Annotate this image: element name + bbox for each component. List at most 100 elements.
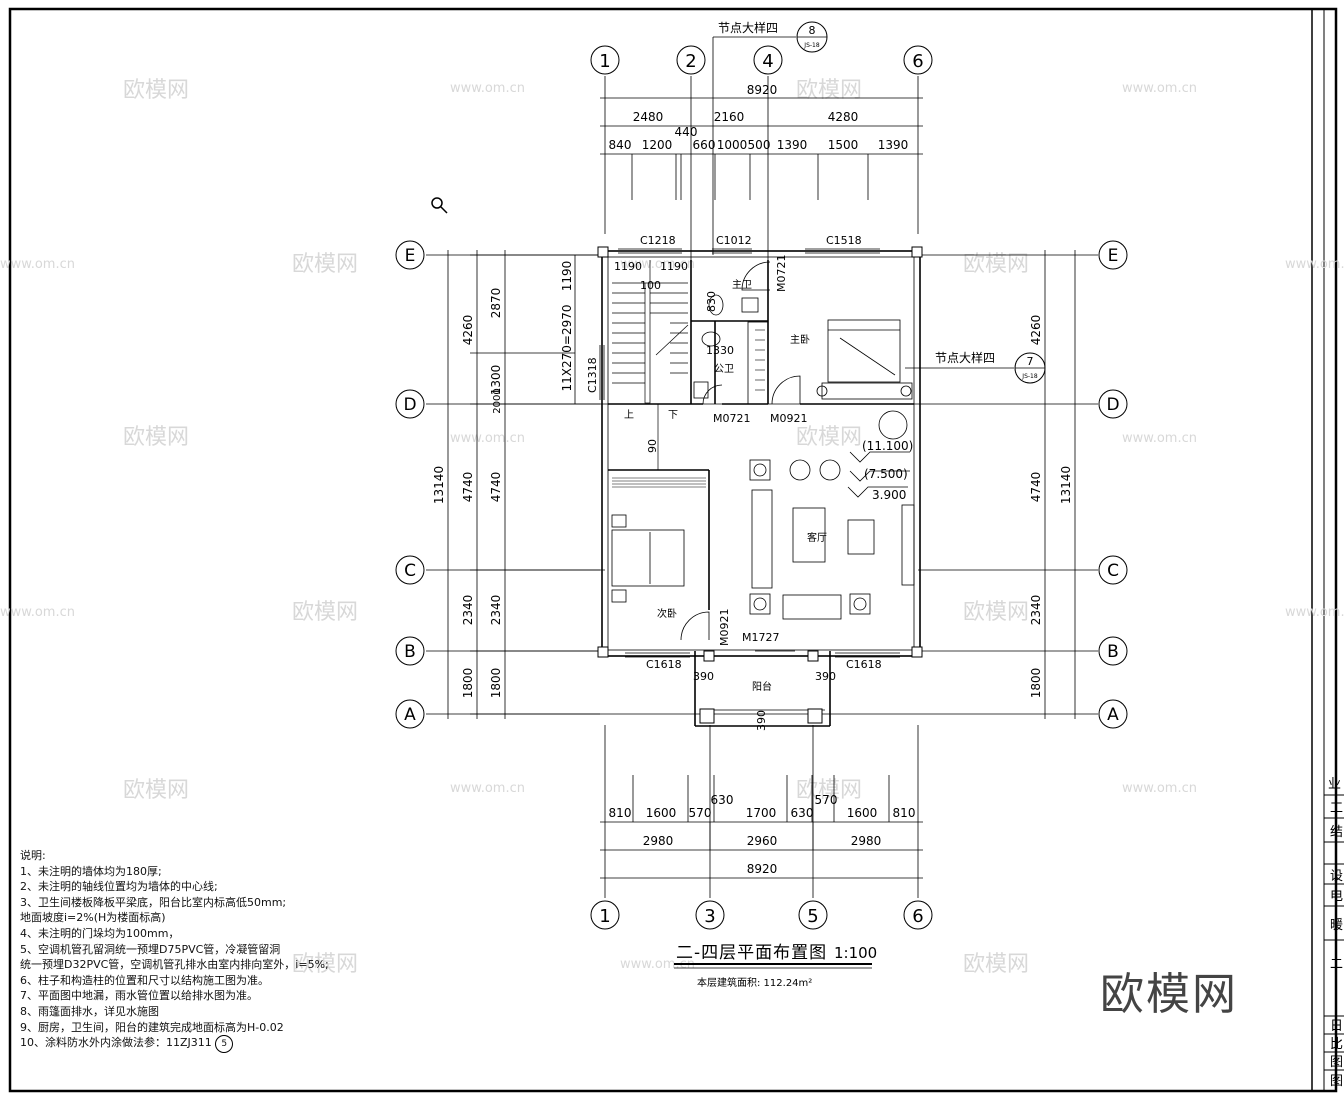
nightstand-icon (611, 514, 627, 528)
svg-text:欧模网: 欧模网 (963, 252, 1029, 277)
dim-text: 1190 (560, 261, 574, 292)
door-label: M0721 (713, 412, 751, 425)
titleblock-labels: 业 工 结 设 电 暖 二 日 比 图 图 (1328, 777, 1343, 1089)
dim-text: 2960 (747, 834, 778, 848)
detail-label: 节点大样四 (718, 20, 778, 35)
door-labels: M0721 M0721 M0921 M0921 M1727 (713, 255, 808, 647)
svg-text:1190: 1190 (614, 260, 642, 273)
axis-bubbles-right: E D C B A (1098, 240, 1128, 729)
svg-text:100: 100 (640, 279, 661, 292)
dim-text: 1200 (642, 138, 673, 152)
dim-text: 2340 (489, 595, 503, 626)
window-label: C1318 (586, 357, 599, 393)
dim-text: 4740 (461, 472, 475, 503)
dim-text: 4260 (1029, 315, 1043, 346)
dimension-lines-left (447, 250, 600, 719)
dim-text: 1500 (828, 138, 859, 152)
notes-block: 说明: 1、未注明的墙体均为180厚; 2、未注明的轴线位置均为墙体的中心线; … (20, 848, 329, 1054)
dim-text: 2160 (714, 110, 745, 124)
dim-text: 500 (748, 138, 771, 152)
svg-text:www.om.cn: www.om.cn (450, 431, 525, 446)
dim-text: 570 (689, 806, 712, 820)
svg-text:欧模网: 欧模网 (123, 78, 189, 103)
tb-label: 图 (1330, 1074, 1343, 1089)
dimension-text-bottom: 810 1600 570 630 1700 630 570 1600 810 2… (609, 793, 916, 876)
tb-label: 业 (1328, 777, 1341, 792)
dim-text: 570 (815, 793, 838, 807)
note-line: 2、未注明的轴线位置均为墙体的中心线; (20, 880, 218, 894)
dim-text: 1700 (746, 806, 777, 820)
svg-text:欧模网: 欧模网 (292, 952, 358, 977)
notes-title: 说明: (20, 849, 46, 862)
furniture (611, 294, 915, 620)
detail-ref: JS-18 (803, 42, 820, 49)
dimension-lines-bottom (600, 775, 923, 879)
title-scale: 1:100 (834, 944, 877, 962)
svg-text:欧模网: 欧模网 (123, 778, 189, 803)
tb-label: 结 (1330, 825, 1343, 840)
area-note: 本层建筑面积: 112.24m² (697, 976, 812, 989)
dimension-lines-top (600, 97, 923, 200)
svg-text:www.om.cn: www.om.cn (0, 605, 75, 620)
dim-text: 4260 (461, 315, 475, 346)
dim-text: 1000 (717, 138, 748, 152)
dim-text: 2480 (633, 110, 664, 124)
detail-label: 节点大样四 (935, 350, 995, 365)
room-labels: 主卫 主卧 公卫 客厅 次卧 阳台 上 下 (624, 279, 827, 693)
plant-icon (878, 410, 908, 440)
axis-label: B (1107, 642, 1119, 662)
brand-watermark: 欧模网 (1100, 969, 1238, 1020)
tb-label: 设 (1330, 869, 1343, 884)
window-label: C1218 (640, 234, 676, 247)
door-label: M0921 (718, 609, 731, 647)
tb-label: 工 (1330, 801, 1343, 816)
note-line: 统一预埋D32PVC管，空调机管孔排水由室内排向室外，i=5%; (20, 958, 329, 972)
axis-label: 1 (599, 906, 610, 927)
dim-text: 4740 (489, 472, 503, 503)
dim-text: 13140 (432, 466, 446, 504)
dim-text: 810 (609, 806, 632, 820)
dim-text: 660 (693, 138, 716, 152)
dim-text: 2980 (643, 834, 674, 848)
dim-text: 1390 (878, 138, 909, 152)
dim-text: 2340 (461, 595, 475, 626)
basin-icon (693, 381, 709, 399)
dim-text: 8920 (747, 83, 778, 97)
window-label: C1012 (716, 234, 752, 247)
elevation-labels: (11.100) (7.500) 3.900 (862, 439, 913, 502)
windows-drawn (599, 248, 900, 658)
door-label: M1727 (742, 631, 780, 644)
dim-text: 440 (675, 125, 698, 139)
dimension-text-right: 13140 4260 4740 2340 1800 (1029, 315, 1073, 699)
columns (597, 246, 923, 724)
room-label-living: 客厅 (807, 531, 827, 544)
axis-bubbles-top: 1 2 4 6 (590, 45, 933, 75)
note-line: 7、平面图中地漏，雨水管位置以给排水图为准。 (20, 989, 258, 1003)
dim-text: 1390 (777, 138, 808, 152)
elevation-label: (11.100) (862, 439, 913, 453)
master-bed-icon (827, 319, 901, 383)
svg-text:390: 390 (815, 670, 836, 683)
svg-text:欧模网: 欧模网 (123, 425, 189, 450)
dim-text: 13140 (1059, 466, 1073, 504)
nightstand-icon (611, 589, 627, 603)
svg-text:www.om.cn: www.om.cn (1122, 431, 1197, 446)
room-label-second-bed: 次卧 (657, 607, 677, 620)
dim-text: 1800 (461, 668, 475, 699)
note-line: 5、空调机管孔留洞统一预埋D75PVC管，冷凝管留洞 (20, 942, 281, 956)
svg-text:www.om.cn: www.om.cn (0, 257, 75, 272)
master-cabinet-icon (821, 382, 913, 400)
door-label: M0921 (770, 412, 808, 425)
note-line: 地面坡度i=2%(H为楼面标高) (20, 911, 166, 925)
room-label-master-bed: 主卧 (790, 333, 810, 346)
note-line: 3、卫生间楼板降板平梁底，阳台比室内标高低50mm; (20, 895, 287, 909)
dim-text: 8920 (747, 862, 778, 876)
dimension-text-left: 13140 4260 4740 2340 1800 2870 1300 4740… (432, 261, 574, 699)
dim-text: 630 (791, 806, 814, 820)
tb-label: 电 (1330, 889, 1343, 904)
axis-label: 1 (599, 51, 610, 72)
tv-cabinet-icon (901, 504, 915, 586)
dim-text: 810 (893, 806, 916, 820)
dimension-text-top: 8920 2480 2160 4280 840 1200 440 660 100… (609, 83, 909, 152)
